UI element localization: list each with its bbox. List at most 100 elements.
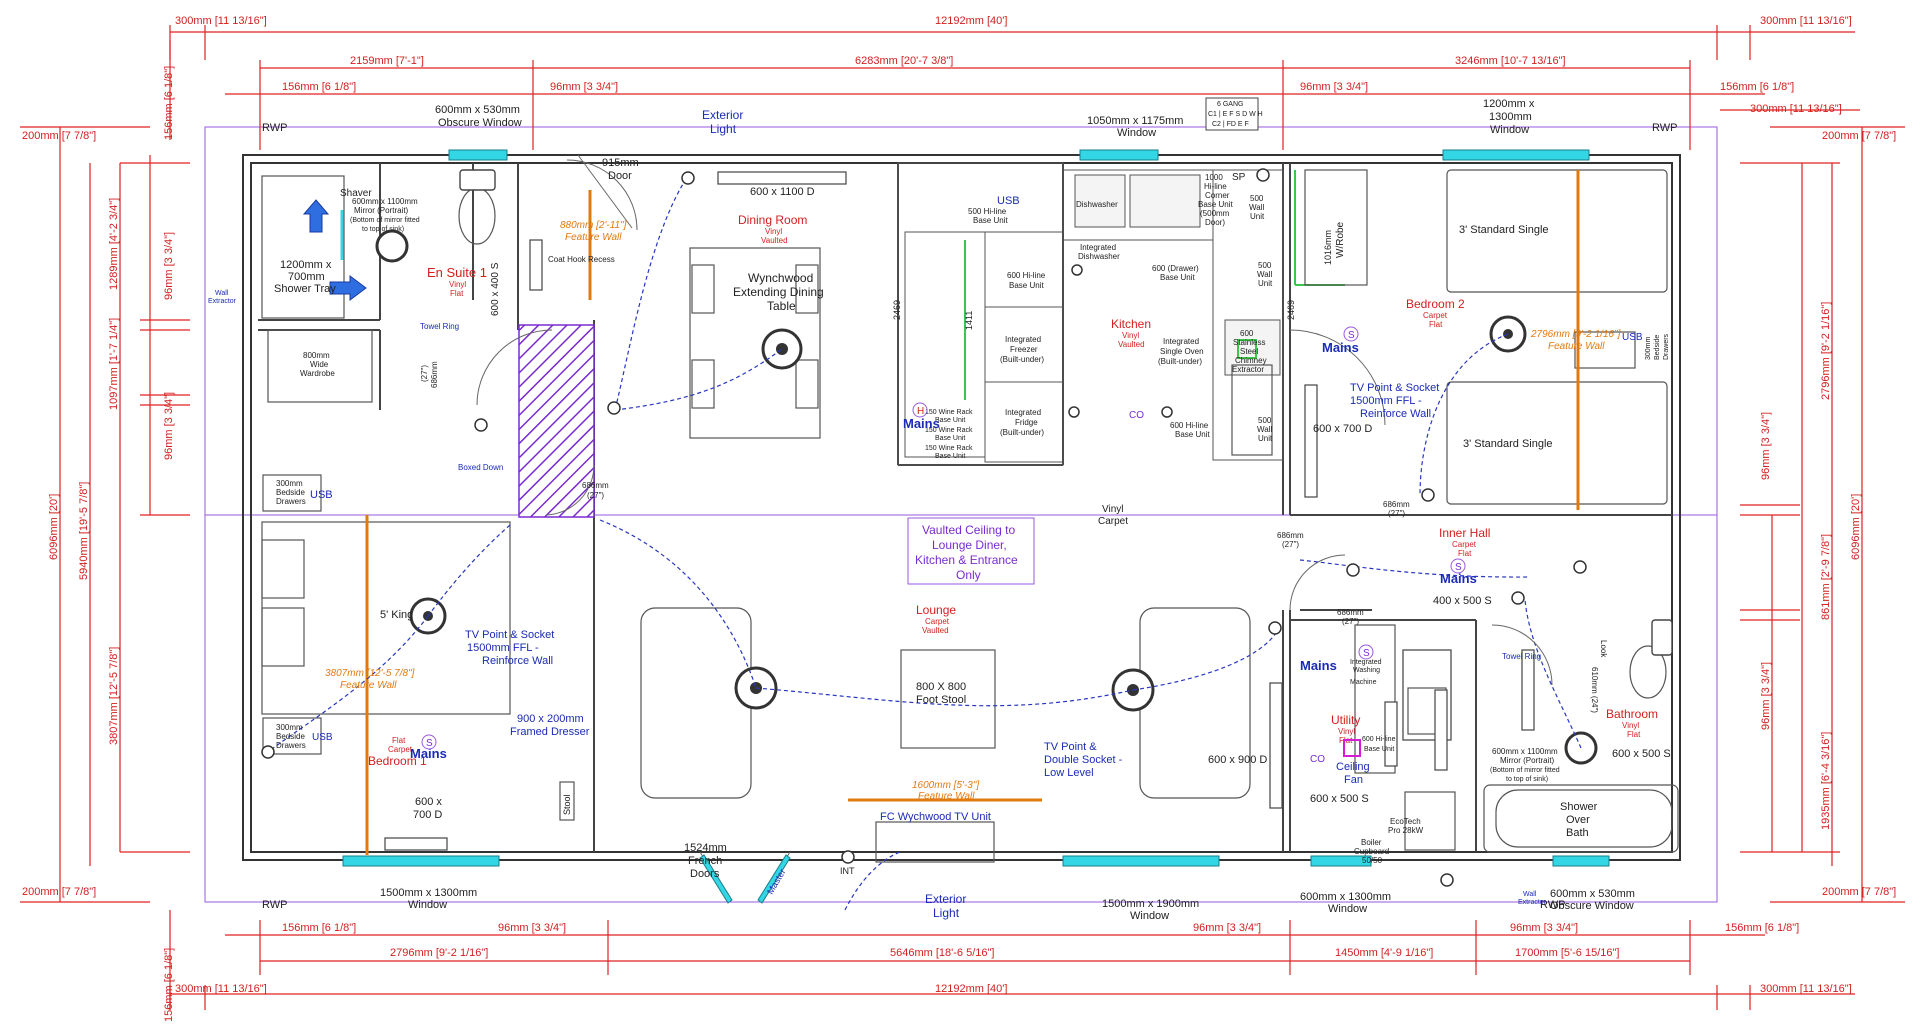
label-usb-base-3: Base Unit [973, 216, 1008, 225]
dim-bottom-r3-mid: 12192mm [40'] [935, 983, 1007, 995]
label-door686-a: 686mm [1383, 500, 1410, 509]
exterior-walls [242, 154, 1681, 861]
label-boxed-down: Boxed Down [458, 463, 503, 472]
label-exterior-light-bottom-2: Light [933, 906, 960, 920]
room-bedroom2-ceiling: Flat [1429, 320, 1443, 329]
label-tv-double-1: TV Point & [1044, 741, 1097, 753]
dim-bottom-r2-a: 2796mm [9'-2 1/16"] [390, 947, 488, 959]
label-s-bed2: S [1348, 330, 1355, 341]
label-s-hall: S [1455, 562, 1462, 573]
label-master: Master [765, 867, 787, 896]
label-num-1411: 1411 [964, 311, 974, 330]
rwp-top-right: RWP [1652, 122, 1677, 134]
label-door-915b: Door [608, 170, 632, 182]
room-utility: Utility [1331, 713, 1360, 727]
room-bathroom: Bathroom [1606, 707, 1658, 721]
dim-top-r2-a: 2159mm [7'-1"] [350, 55, 424, 67]
label-wall500-1b: Wall [1249, 203, 1264, 212]
dim-bottom-r3-left: 300mm [11 13/16"] [175, 983, 267, 995]
label-feature-1600b: Feature Wall [918, 791, 975, 802]
label-wall-extractor-1: Wall [215, 290, 229, 297]
label-usb-bed2: USB [1622, 332, 1643, 343]
label-utility-base-1: 600 Hi-line [1362, 736, 1396, 743]
label-int-dish-2: Dishwasher [1078, 252, 1120, 261]
label-coat-hook: Coat Hook Recess [548, 255, 615, 264]
window-label-5b: Window [1130, 910, 1169, 922]
label-chimney-2: Stainless [1233, 338, 1265, 347]
label-table-2: Extending Dining [733, 285, 824, 299]
label-bedside-2: 300mm [276, 723, 303, 732]
label-oven-3: (Built-under) [1158, 357, 1202, 366]
label-freezer-2: Freezer [1010, 345, 1038, 354]
label-usb-bedside-2: USB [312, 732, 333, 743]
label-wine-1: 150 Wine Rack [925, 409, 973, 416]
label-w800-2: Wide [310, 360, 329, 369]
rwp-bottom-right: RWP [1540, 899, 1565, 911]
label-footstool-2: Foot Stool [916, 694, 966, 706]
label-bedside-1b: Bedside [276, 488, 305, 497]
room-bedroom2: Bedroom 2 [1406, 297, 1465, 311]
label-french-1: 1524mm [684, 842, 727, 854]
label-exterior-light-top-2: Light [710, 122, 737, 136]
kitchen-units [897, 162, 1284, 466]
label-wall500-3a: 500 [1258, 416, 1272, 425]
room-bedroom1-ceiling: Carpet [388, 745, 413, 754]
label-rad-600x700b: 600 x [415, 796, 442, 808]
label-chimney-5: Extractor [1232, 365, 1264, 374]
label-bedside-2b: Bedside [276, 732, 305, 741]
label-wall500-2a: 500 [1258, 261, 1272, 270]
room-bedroom1-floor: Flat [392, 736, 406, 745]
room-en-suite-floor: Vinyl [449, 280, 466, 289]
label-oven-2: Single Oven [1160, 347, 1204, 356]
label-bath-mirror-2: Mirror (Portrait) [1500, 756, 1555, 765]
label-shower-2: 700mm [288, 271, 325, 283]
smoke-detector-rings [421, 326, 1466, 750]
label-fridge-2: Fridge [1015, 418, 1038, 427]
label-h-kitchen: H [917, 406, 924, 417]
dim-top-r2-c: 3246mm [10'-7 13/16"] [1455, 55, 1566, 67]
label-boiler-2: Pro 28kW [1388, 826, 1424, 835]
label-wall500-2b: Wall [1257, 270, 1272, 279]
room-en-suite: En Suite 1 [427, 265, 487, 280]
label-vaulted-2: Lounge Diner, [932, 538, 1007, 552]
room-kitchen-floor: Vinyl [1122, 331, 1139, 340]
label-corner-5: (500mm [1200, 209, 1230, 218]
label-door686-cb: (27") [1342, 617, 1359, 626]
window-label-6b: Window [1328, 903, 1367, 915]
label-usb-bedside-1: USB [310, 489, 333, 501]
room-kitchen-ceiling: Vaulted [1118, 340, 1145, 349]
label-bedside-2c: Drawers [276, 741, 306, 750]
label-mirror-1: 600mm x 1100mm [352, 197, 418, 206]
label-wall-extractor-2: Extractor [208, 298, 237, 305]
room-utility-floor: Vinyl [1338, 727, 1355, 736]
label-door686-eb: (27") [420, 365, 429, 382]
label-feature-880: 880mm [2'-11"] [560, 220, 627, 231]
label-corner-2: Hi-line [1204, 182, 1227, 191]
switch-symbols [261, 168, 1587, 887]
dim-right-a: 2796mm [9'-2 1/16"] [1820, 302, 1832, 400]
label-rad-400x500: 400 x 500 S [1433, 595, 1492, 607]
chimney-extractor-marker [1237, 339, 1257, 359]
room-bedroom2-floor: Carpet [1423, 311, 1448, 320]
label-bedside-b2: 300mm [1645, 336, 1652, 360]
label-dresser-2: Framed Dresser [510, 726, 590, 738]
label-wall500-1c: Unit [1250, 212, 1265, 221]
room-inner-hall-floor: Carpet [1452, 540, 1477, 549]
floor-carpet: Carpet [1098, 516, 1128, 527]
label-single-2: 3' Standard Single [1463, 438, 1553, 450]
label-door686-bb: (27") [1282, 540, 1299, 549]
label-gang-3: C2 | FD E F [1212, 121, 1249, 128]
label-rad-600x400: 600 x 400 S [490, 262, 501, 316]
label-shower-bath-1: Shower [1560, 801, 1598, 813]
label-rad-600x900: 600 x 900 D [1208, 754, 1267, 766]
label-base600-hi-2: Base Unit [1175, 430, 1210, 439]
switch-wiring [267, 172, 1582, 911]
label-shaver: Shaver [340, 188, 372, 199]
label-exterior-light-bottom: Exterior [925, 892, 966, 906]
dim-right-e: 1935mm [6'-4 3/16"] [1820, 732, 1832, 830]
room-dining-ceiling: Vaulted [761, 236, 788, 245]
label-int: INT [840, 866, 855, 876]
label-num-2469: 2469 [892, 300, 902, 320]
dim-right-b: 96mm [3 3/4"] [1760, 412, 1772, 480]
